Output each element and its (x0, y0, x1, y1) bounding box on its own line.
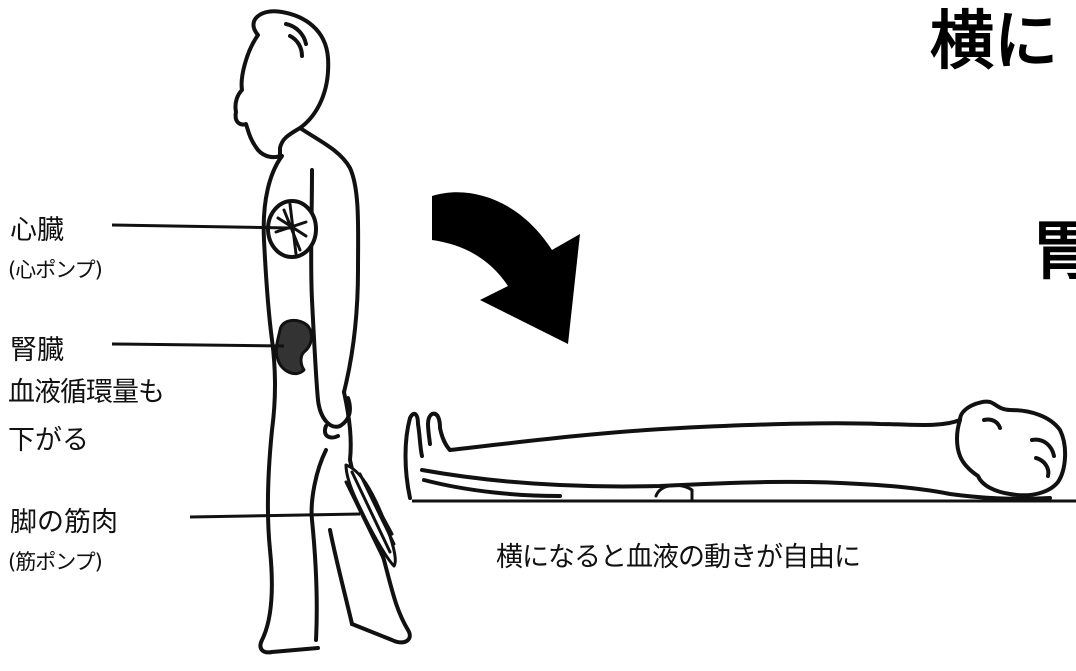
kidney-label: 腎臓 (10, 328, 64, 367)
heart-sublabel: (心ポンプ) (8, 254, 102, 284)
page-title-partial-2: 胃 (1032, 200, 1076, 292)
leg-muscle-leader-line (190, 514, 360, 517)
heart-label: 心臓 (10, 208, 64, 247)
page-title-partial: 横に (930, 0, 1058, 82)
leg-muscle-sublabel: (筋ポンプ) (8, 546, 102, 576)
kidney-line-3: 下がる (8, 418, 89, 457)
kidney-leader-line (112, 344, 284, 346)
leg-muscle-label: 脚の筋肉 (10, 500, 118, 539)
lying-man-figure (406, 402, 1066, 500)
curved-down-arrow-icon (432, 192, 580, 344)
kidney-line-2: 血液循環量も (8, 370, 164, 409)
standing-man-figure (235, 11, 409, 652)
lying-caption: 横になると血液の動きが自由に (496, 535, 860, 574)
